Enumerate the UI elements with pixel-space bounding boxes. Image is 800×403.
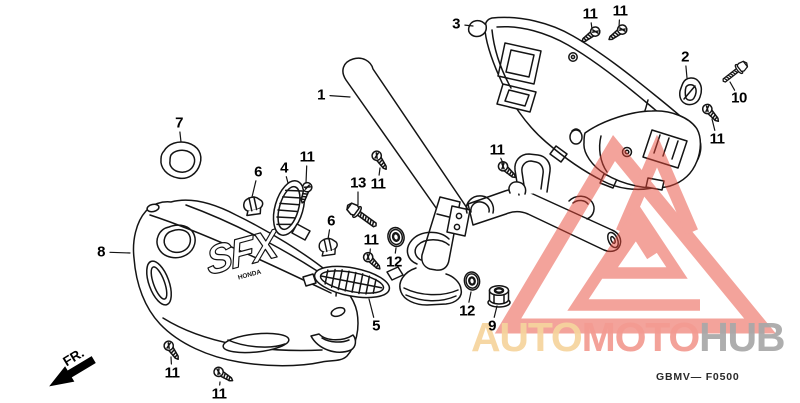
part-bolt-13 <box>343 199 381 232</box>
watermark-triangle-peak <box>616 134 698 235</box>
part-clip-b <box>317 236 340 257</box>
part-washer-a <box>384 224 408 250</box>
part-front-cover: SFX HONDA <box>132 199 359 367</box>
watermark-text-segment: HUB <box>699 314 785 360</box>
part-trim-ring <box>160 141 202 180</box>
watermark-triangle-outer <box>494 134 776 334</box>
part-grille-large <box>302 265 404 299</box>
part-washer-b <box>461 269 483 293</box>
fr-indicator: FR. <box>49 345 96 387</box>
watermark-triangle-spiral <box>567 203 700 311</box>
watermark-text-segment: MOTO <box>581 314 701 360</box>
part-flange-nut <box>487 284 511 308</box>
fr-arrow-icon <box>49 356 96 387</box>
part-bolt-10 <box>719 58 751 87</box>
diagram-code: GBMV— F0500 <box>656 371 740 383</box>
leader-lines <box>109 19 736 386</box>
part-grille-small <box>272 180 311 241</box>
part-clip-a <box>241 194 265 217</box>
watermark-text: AUTOMOTOHUB <box>471 314 786 360</box>
watermark-logo <box>494 134 776 334</box>
watermark-text-segment: AUTO <box>471 314 583 360</box>
part-bracket <box>679 77 703 106</box>
